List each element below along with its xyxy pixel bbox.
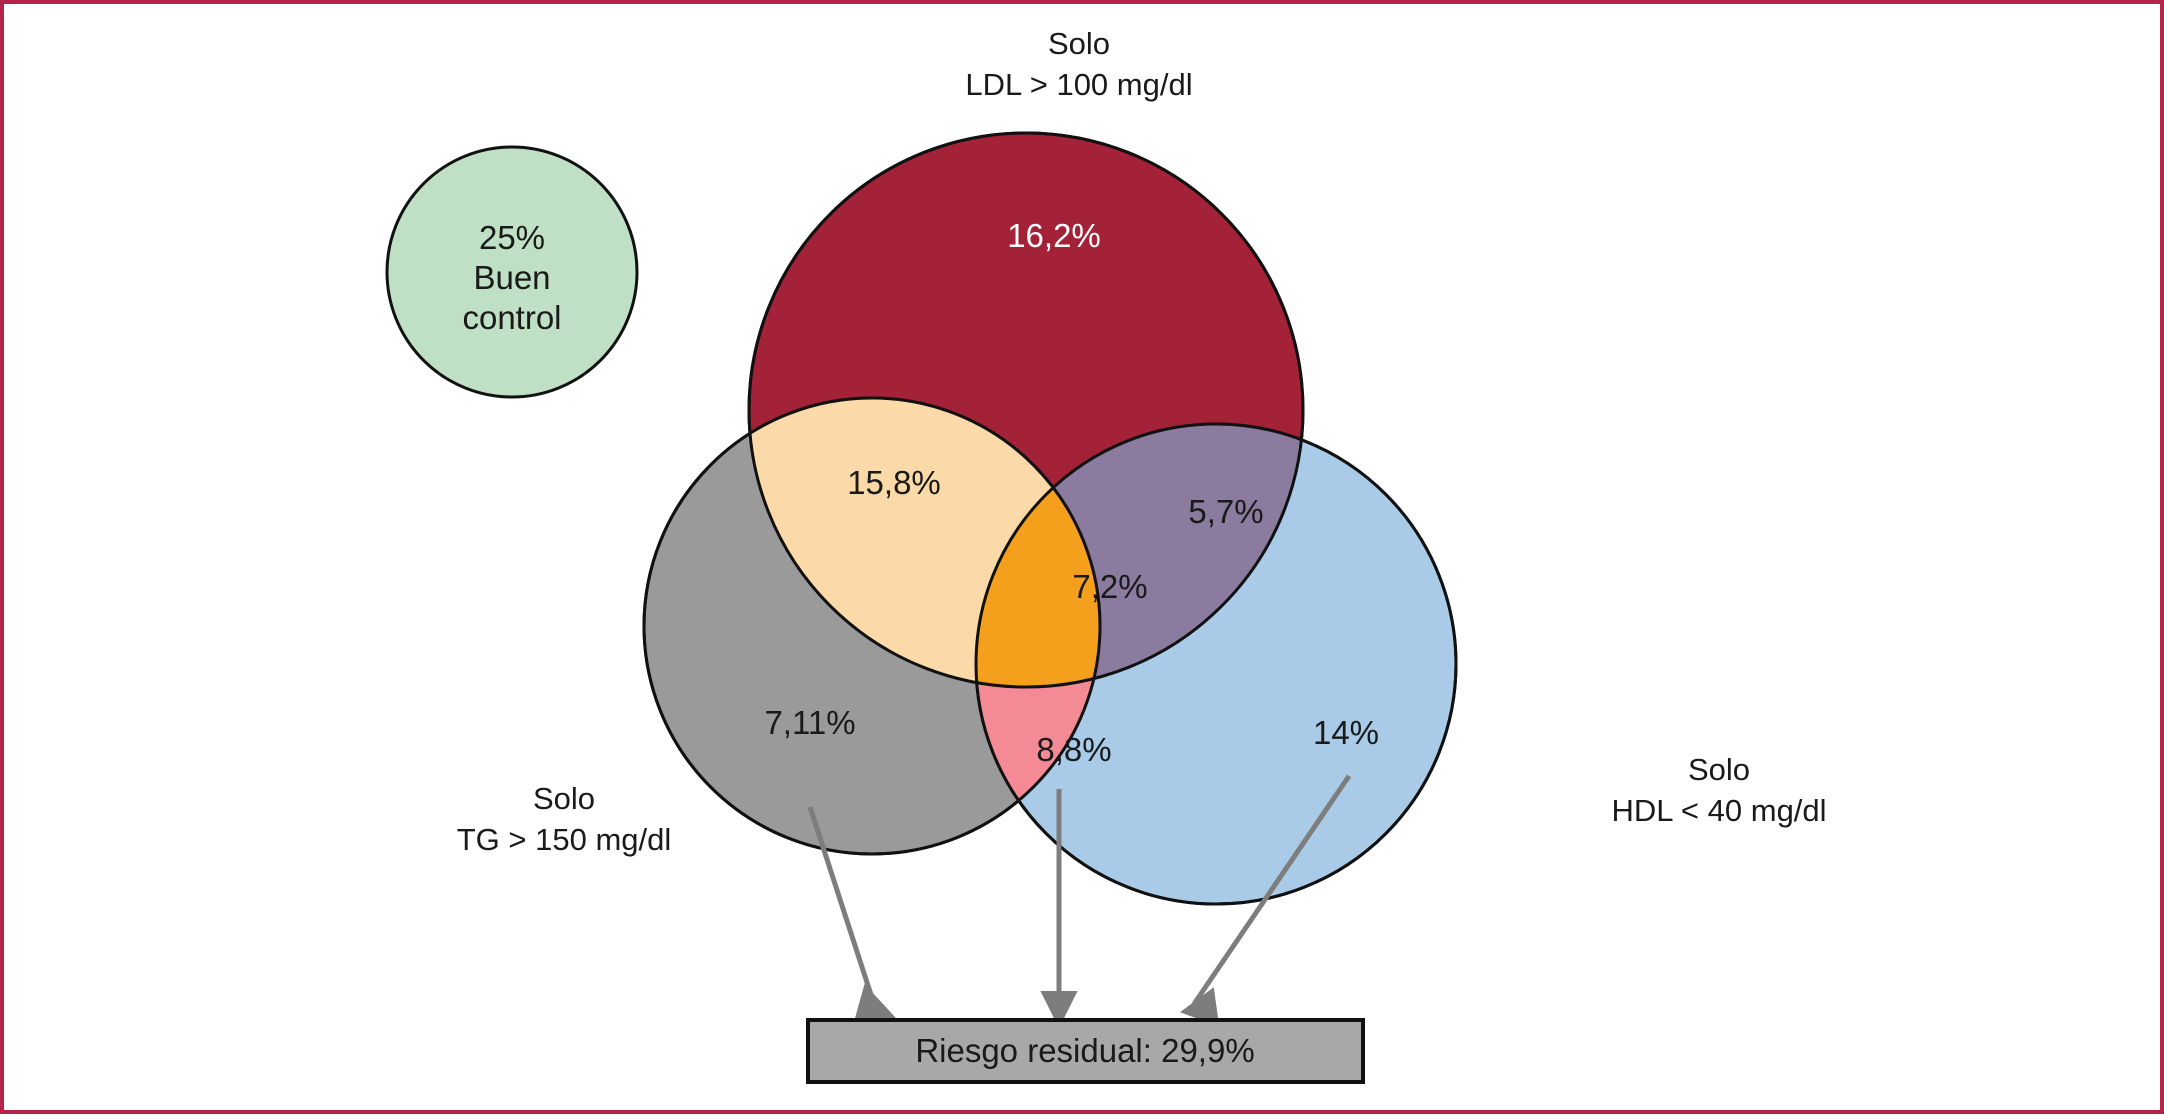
outline-ldl xyxy=(747,131,1305,689)
caption-tg-line2: TG > 150 mg/dl xyxy=(457,822,672,857)
value-tg-hdl: 8,8% xyxy=(1036,731,1111,768)
value-ldl-tg-hdl: 7,2% xyxy=(1072,568,1147,605)
region-good-control xyxy=(385,145,639,399)
caption-ldl-line1: Solo xyxy=(1048,26,1110,61)
caption-hdl-line2: HDL < 40 mg/dl xyxy=(1611,793,1826,828)
caption-ldl-line2: LDL > 100 mg/dl xyxy=(965,67,1192,102)
residual-risk-label: Riesgo residual: 29,9% xyxy=(915,1032,1254,1069)
outline-hdl xyxy=(974,422,1458,906)
good-control-line2: Buen xyxy=(473,259,550,296)
good-control-line3: control xyxy=(462,299,561,336)
residual-risk-box xyxy=(806,1018,1365,1084)
arrow-tghdl-to-box xyxy=(1040,789,1078,1029)
caption-tg-line1: Solo xyxy=(533,781,595,816)
venn-diagram: 25% Buen control 16,2% 15 xyxy=(385,26,1827,1084)
good-control-value: 25% xyxy=(479,219,545,256)
value-tg-only: 7,11% xyxy=(764,704,855,741)
value-ldl-hdl: 5,7% xyxy=(1188,493,1263,530)
caption-hdl-line1: Solo xyxy=(1688,752,1750,787)
outline-tg xyxy=(642,396,1102,856)
value-hdl-only: 14% xyxy=(1313,714,1379,751)
value-ldl-tg: 15,8% xyxy=(847,464,941,501)
value-ldl-only: 16,2% xyxy=(1007,217,1101,254)
